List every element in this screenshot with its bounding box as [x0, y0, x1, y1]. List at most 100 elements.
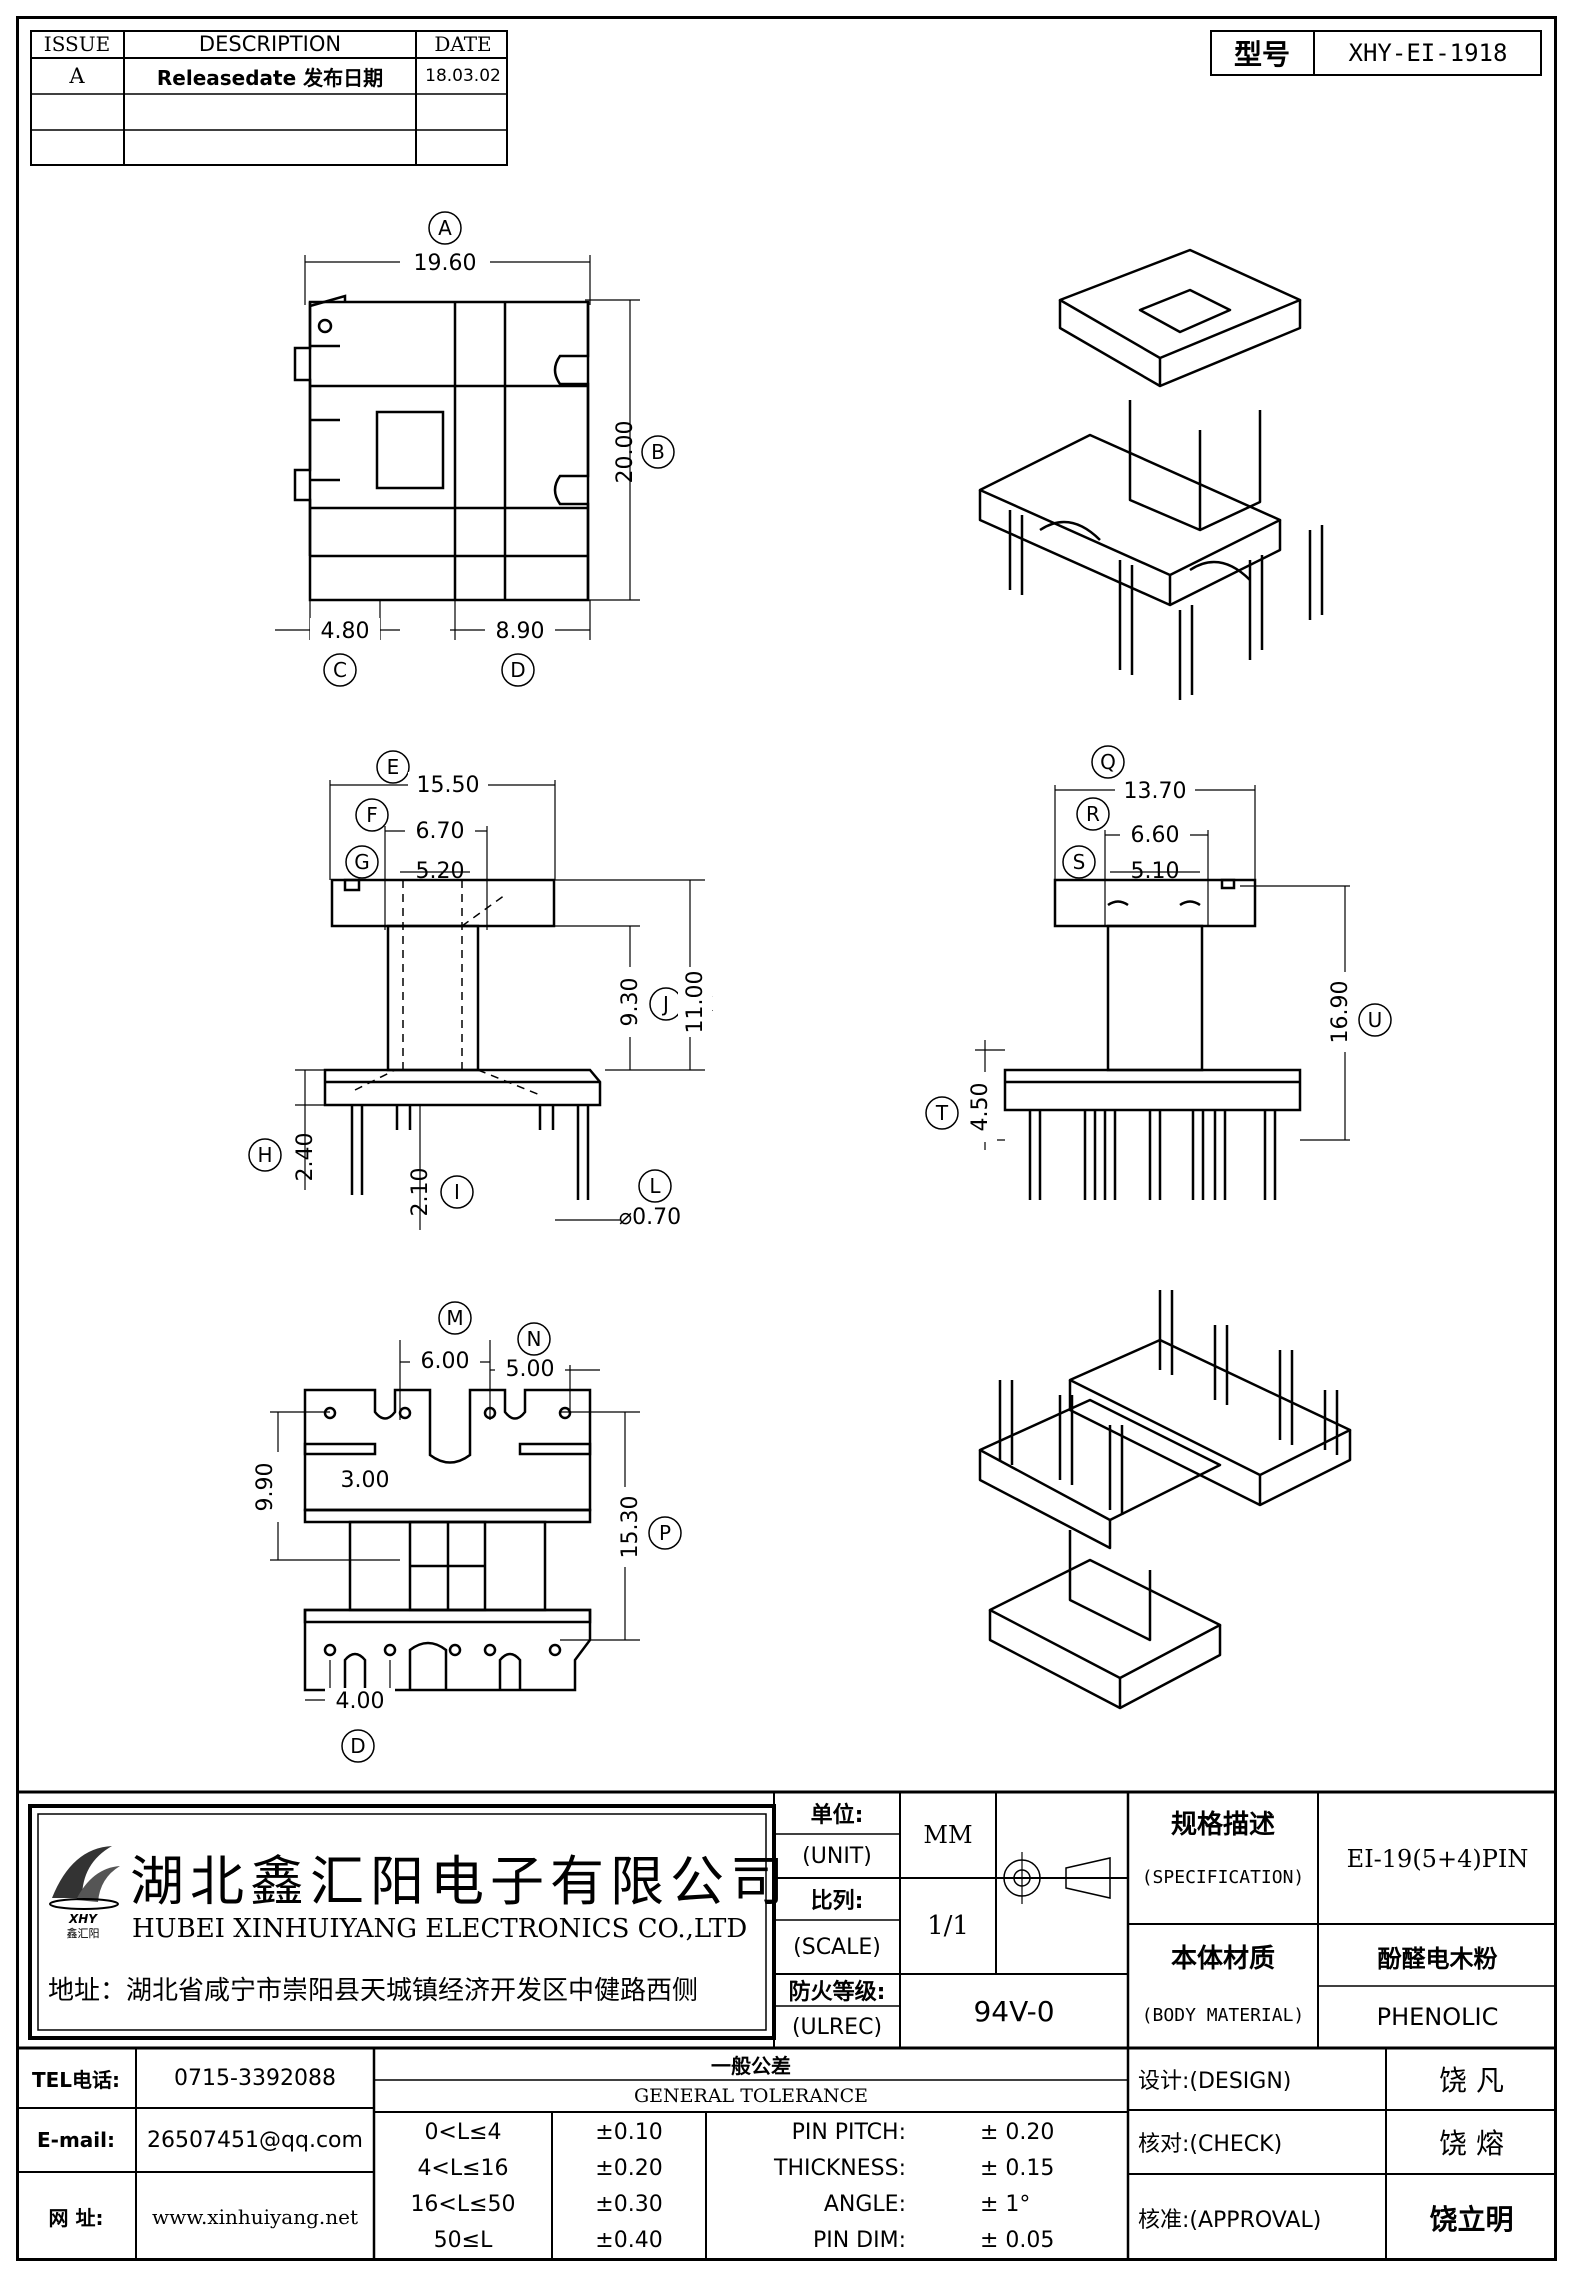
design-name: 饶 凡 — [1439, 2064, 1504, 2097]
top-view-core-window — [375, 410, 445, 490]
dim-i: 2.10 — [407, 1167, 433, 1217]
model-number: XHY-EI-1918 — [1348, 39, 1508, 67]
dim-t: 4.50 — [963, 1072, 997, 1142]
tolerance-value-1: ±0.10 — [595, 2119, 663, 2145]
company-name-cn: 湖北鑫汇阳电子有限公司 — [130, 1849, 790, 1913]
label-d-bottom: D — [350, 1734, 366, 1758]
label-a: A — [438, 216, 452, 240]
label-t: T — [935, 1101, 949, 1125]
dim-l: ⌀0.70 — [618, 1204, 682, 1230]
label-g: G — [354, 850, 370, 874]
email-label: E-mail: — [36, 2128, 115, 2152]
tolerance-range-1: 0<L≤4 — [424, 2119, 502, 2145]
label-j: J — [663, 992, 669, 1016]
label-d-top: D — [510, 658, 526, 682]
web-value[interactable]: www.xinhuiyang.net — [151, 2204, 359, 2229]
revision-issue-a: A — [69, 64, 85, 88]
top-view-left-tab — [309, 294, 347, 308]
angle-tolerance: ± 1° — [980, 2191, 1031, 2217]
label-s: S — [1072, 850, 1086, 874]
drawing-frame — [16, 16, 1557, 2261]
dim-q: 13.70 — [1115, 778, 1195, 804]
angle-label: ANGLE: — [823, 2191, 906, 2217]
material-value-en: PHENOLIC — [1376, 2003, 1499, 2031]
dim-center-width: 3.00 — [330, 1467, 400, 1493]
label-h: H — [257, 1143, 273, 1167]
title-block-grid — [16, 1790, 1557, 2261]
pin-pitch-label: PIN PITCH: — [791, 2119, 906, 2145]
model-box-border — [1210, 30, 1542, 76]
label-b: B — [651, 440, 665, 464]
tolerance-value-2: ±0.20 — [595, 2155, 663, 2181]
label-c: C — [333, 658, 347, 682]
scale-value: 1/1 — [927, 1911, 969, 1941]
model-label: 型号 — [1233, 38, 1290, 71]
dim-a: 19.60 — [400, 250, 490, 276]
label-i: I — [454, 1180, 460, 1204]
dim-e: 15.50 — [408, 772, 488, 798]
isometric-view-bottom — [978, 1290, 1352, 1710]
label-l: L — [649, 1174, 661, 1198]
revision-table-grid — [30, 30, 508, 166]
revision-date-a: 18.03.02 — [425, 66, 501, 86]
email-value[interactable]: 26507451@qq.com — [147, 2127, 363, 2153]
company-name-en: HUBEI XINHUIYANG ELECTRONICS CO.,LTD — [132, 1914, 748, 1944]
dim-n: 5.00 — [495, 1356, 565, 1382]
label-e: E — [386, 755, 400, 779]
label-m: M — [446, 1306, 464, 1330]
tolerance-value-3: ±0.30 — [595, 2191, 663, 2217]
issue-header: ISSUE — [43, 32, 111, 56]
unit-value: MM — [923, 1821, 973, 1849]
bottom-view-drawing — [270, 1301, 682, 1763]
fire-value: 94V-0 — [973, 1994, 1055, 2028]
web-label: 网 址: — [48, 2206, 104, 2230]
scale-label-cn: 比列: — [810, 1889, 864, 1914]
dim-d-bottom: 4.00 — [325, 1688, 395, 1714]
check-label: 核对:(CHECK) — [1138, 2132, 1283, 2157]
fire-label-cn: 防火等级: — [788, 1980, 886, 2005]
fire-label-en: (ULREC) — [791, 2014, 883, 2040]
pin-dim-tolerance: ± 0.05 — [980, 2227, 1055, 2253]
top-view-right-slots — [553, 302, 590, 600]
dim-p: 15.30 — [613, 1487, 647, 1567]
pin-dim-label: PIN DIM: — [812, 2227, 906, 2253]
dim-j: 9.30 — [613, 967, 647, 1037]
material-label-cn: 本体材质 — [1170, 1943, 1275, 1974]
tolerance-range-2: 4<L≤16 — [417, 2155, 509, 2181]
unit-label-cn: 单位: — [810, 1803, 864, 1828]
material-value-cn: 酚醛电木粉 — [1377, 1944, 1498, 1973]
label-u: U — [1367, 1008, 1383, 1032]
label-p: P — [658, 1521, 672, 1545]
logo-text: XHY — [69, 1912, 97, 1926]
tel-label: TEL电话: — [31, 2067, 121, 2092]
dim-f: 6.70 — [405, 818, 475, 844]
tolerance-range-4: 50≤L — [433, 2227, 493, 2253]
company-address: 地址：湖北省咸宁市崇阳县天城镇经济开发区中健路西侧 — [48, 1975, 699, 2006]
label-n: N — [526, 1327, 542, 1351]
material-label-en: (BODY MATERIAL) — [1141, 2004, 1305, 2026]
spec-value: EI-19(5+4)PIN — [1346, 1845, 1529, 1873]
dim-g: 5.20 — [415, 858, 465, 884]
approval-label: 核准:(APPROVAL) — [1138, 2207, 1322, 2233]
dim-b: 20.00 — [612, 420, 638, 484]
label-f: F — [366, 803, 378, 827]
date-header: DATE — [434, 32, 492, 56]
label-q: Q — [1100, 750, 1116, 774]
revision-description-a: Releasedate 发布日期 — [156, 65, 384, 90]
top-view-left-notches — [293, 302, 312, 556]
check-name: 饶 熔 — [1439, 2127, 1504, 2160]
approval-name: 饶立明 — [1429, 2202, 1514, 2236]
dim-h: 2.40 — [292, 1132, 318, 1182]
tolerance-value-4: ±0.40 — [595, 2227, 663, 2253]
front-view-drawing — [248, 750, 710, 1230]
tolerance-title-cn: 一般公差 — [711, 2053, 791, 2078]
dim-d: 8.90 — [485, 618, 555, 644]
thickness-tolerance: ± 0.15 — [980, 2155, 1055, 2181]
dim-u: 16.90 — [1323, 972, 1357, 1052]
thickness-label: THICKNESS: — [774, 2155, 906, 2181]
label-r: R — [1086, 802, 1100, 826]
dim-left-height: 9.90 — [248, 1452, 282, 1522]
spec-label-cn: 规格描述 — [1170, 1809, 1275, 1840]
tolerance-title-en: GENERAL TOLERANCE — [633, 2085, 869, 2107]
pin-pitch-tolerance: ± 0.20 — [980, 2119, 1055, 2145]
